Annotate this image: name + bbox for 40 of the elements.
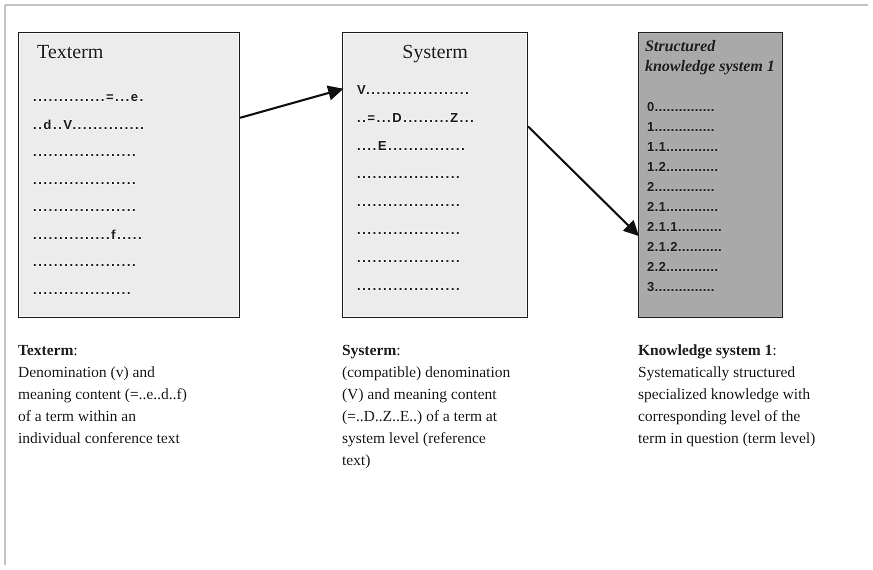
- text-line: ....................: [357, 166, 462, 181]
- arrow: [240, 86, 344, 119]
- arrow: [527, 126, 640, 236]
- caption-text: (compatible) denomination (V) and meaning content (=..D..Z..E..) of a term at system level (reference text): [342, 363, 512, 471]
- text-line: 1.1.............: [647, 139, 718, 154]
- text-line: ...............f.....: [33, 226, 144, 242]
- text-line: ....................: [357, 278, 462, 293]
- text-line: ....................: [357, 194, 462, 209]
- text-line: ...................: [33, 282, 132, 296]
- caption-heading: Systerm:: [342, 341, 402, 361]
- text-line: 2.1.1...........: [647, 219, 722, 234]
- text-line: ..d..V..............: [33, 116, 146, 132]
- text-line: ....................: [357, 222, 462, 237]
- caption-heading: Texterm:: [18, 341, 79, 361]
- text-line: 2.1.............: [647, 199, 718, 214]
- text-line: 2...............: [647, 179, 715, 194]
- term-panel: [638, 32, 783, 318]
- text-line: 1.2.............: [647, 159, 718, 174]
- caption-text: Denomination (v) and meaning content (=..e..d..f) of a term within an individual conference text: [18, 363, 188, 449]
- term-panel: [342, 32, 528, 318]
- text-line: ..............=...e.: [33, 89, 145, 104]
- text-line: 3...............: [647, 279, 715, 294]
- text-line: 1...............: [647, 119, 715, 134]
- text-line: ....................: [33, 172, 138, 186]
- text-line: ....................: [357, 250, 462, 265]
- panel-heading: Structured knowledge system 1: [645, 37, 775, 77]
- text-line: 2.1.2...........: [647, 239, 722, 254]
- panel-heading: Texterm: [37, 41, 104, 64]
- text-line: ....................: [33, 199, 138, 214]
- panel-heading: Systerm: [401, 41, 469, 64]
- text-line: ....................: [33, 144, 138, 159]
- text-line: 2.2.............: [647, 259, 718, 274]
- text-line: ....................: [33, 254, 138, 269]
- text-line: 0...............: [647, 99, 715, 114]
- text-line: ..=...D.........Z...: [357, 110, 476, 125]
- caption-text: Systematically structured specialized knowledge with corresponding level of the term in question (term level): [638, 363, 816, 449]
- caption-heading: Knowledge system 1:: [638, 341, 778, 361]
- text-line: V....................: [357, 82, 470, 97]
- term-panel: [18, 32, 240, 318]
- text-line: ....E...............: [357, 138, 466, 153]
